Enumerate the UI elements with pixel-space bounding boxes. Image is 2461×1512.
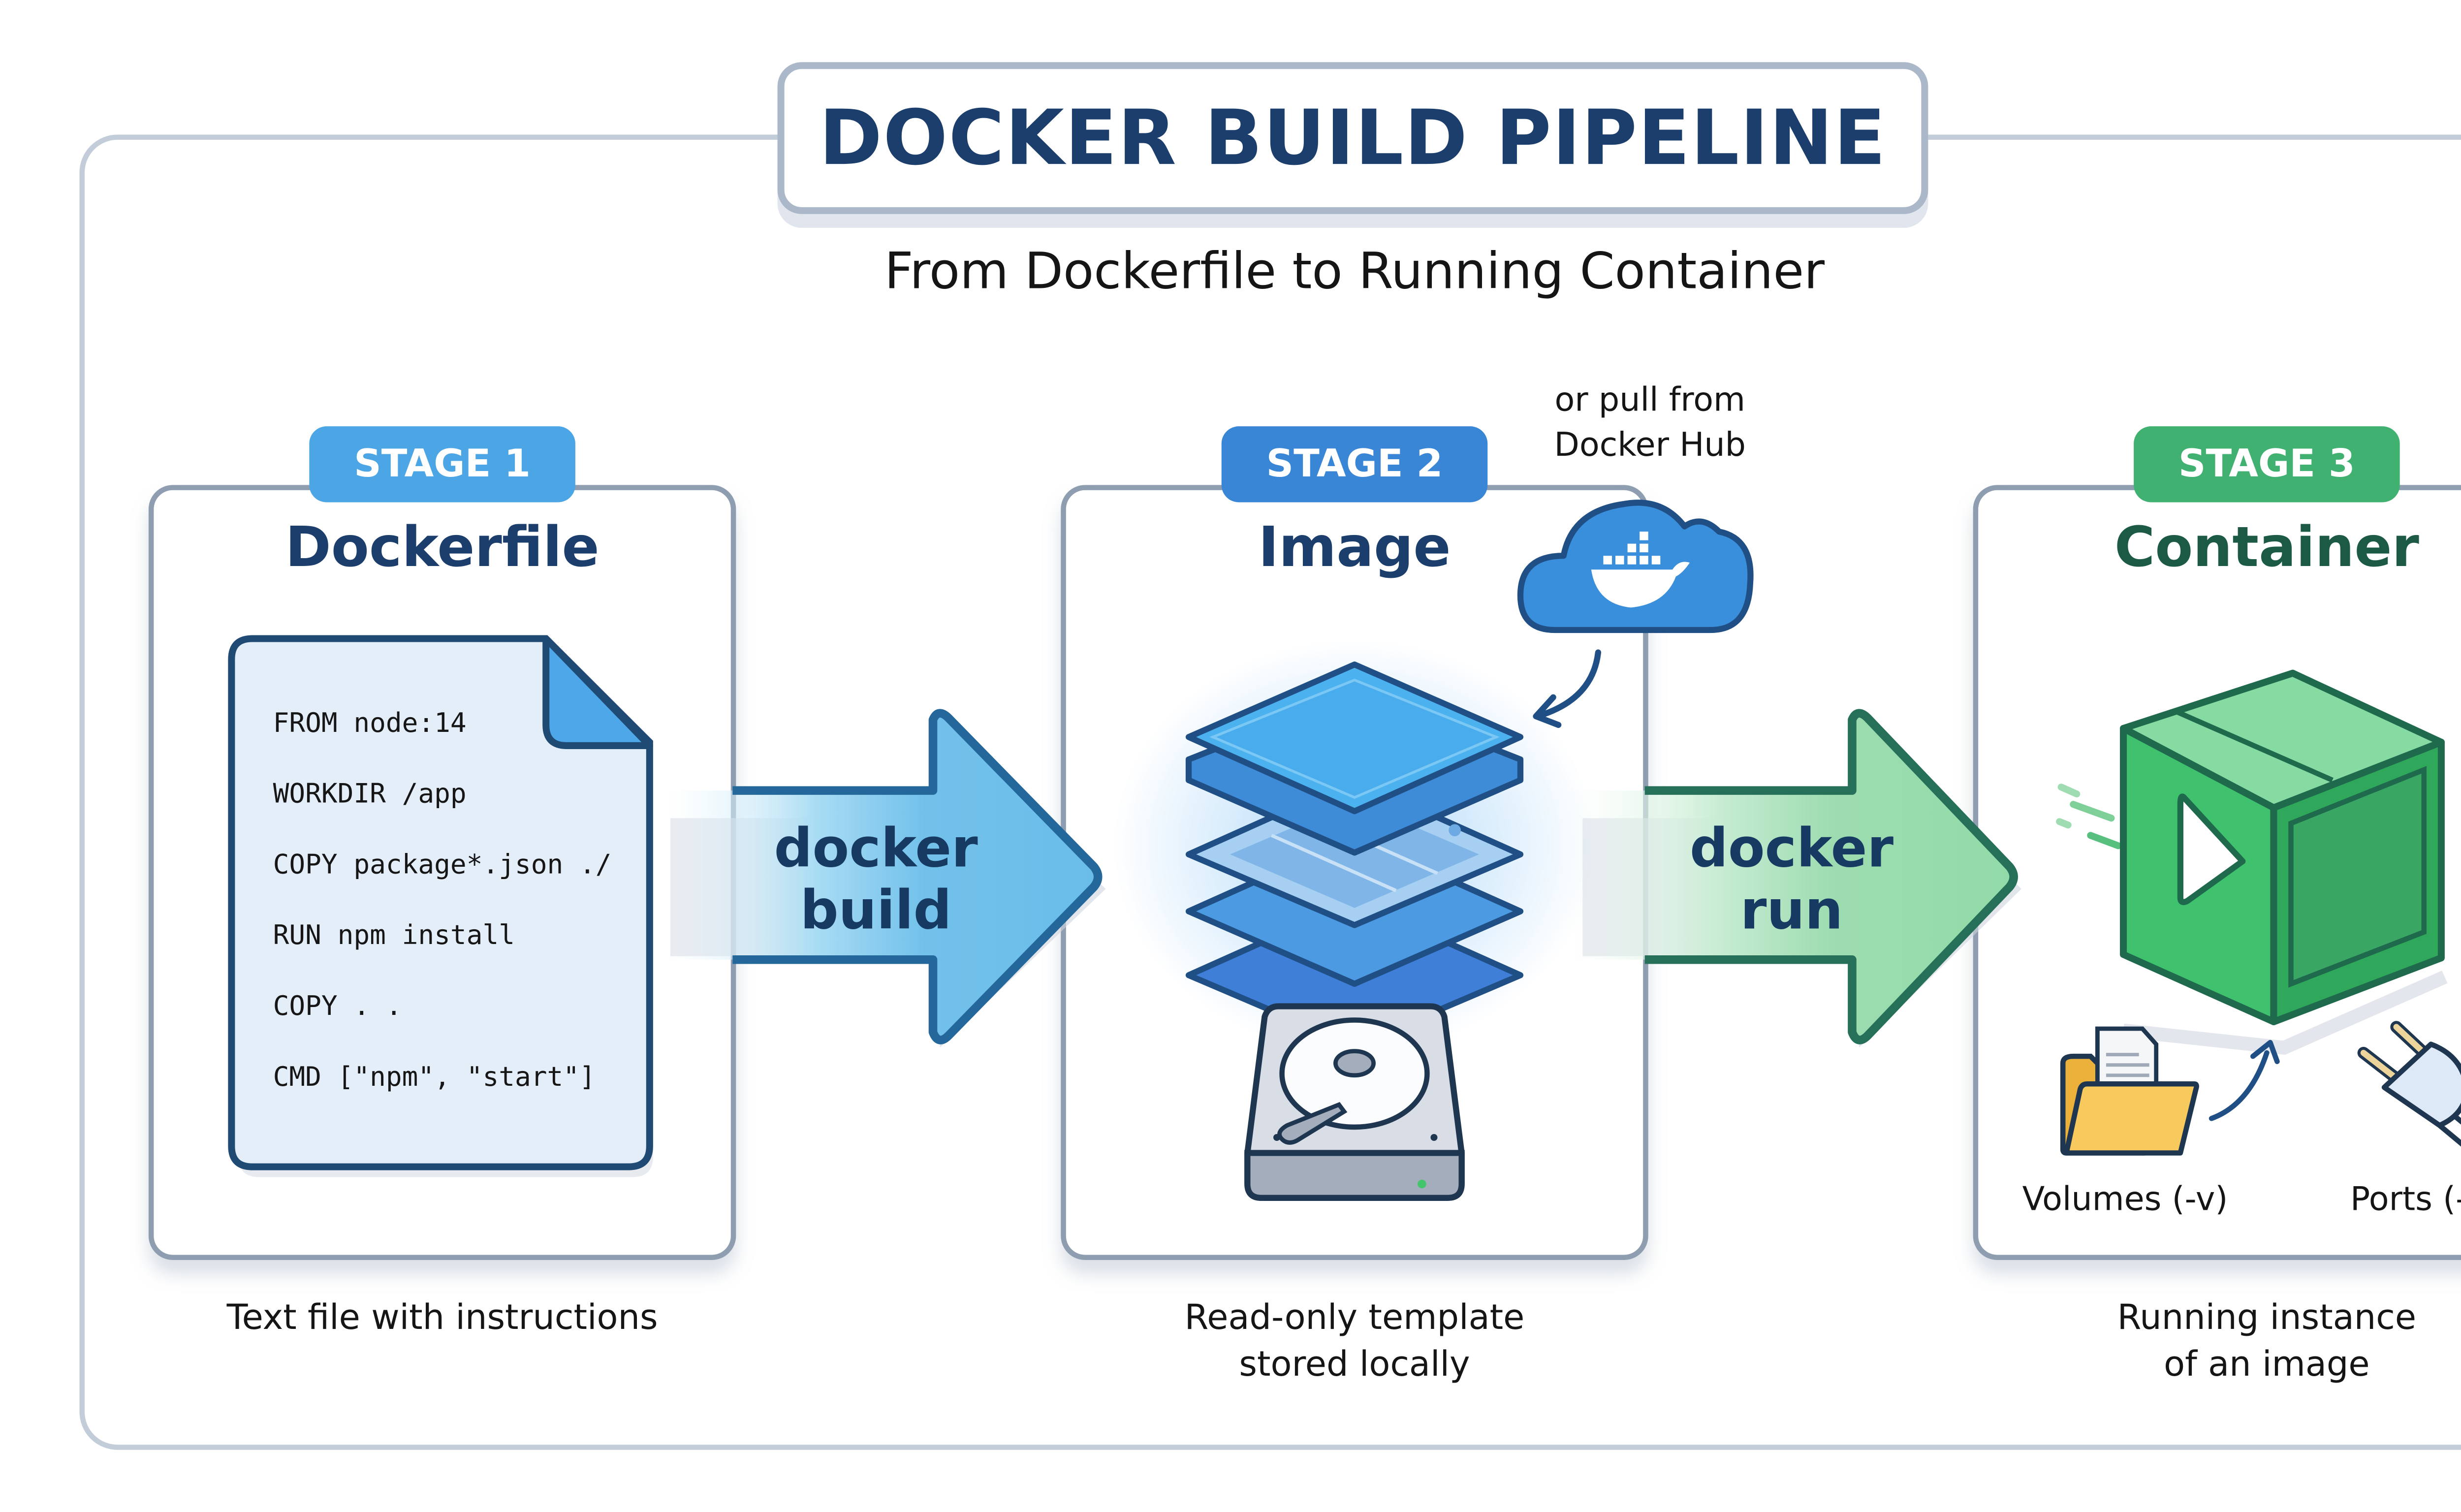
caption-line: Text file with instructions	[226, 1296, 658, 1338]
stage-3-badge: STAGE 3	[2134, 426, 2400, 503]
stage-2-badge: STAGE 2	[1221, 426, 1488, 503]
stage-1-caption: Text file with instructions	[97, 1294, 788, 1341]
docker-build-label-line: docker	[774, 818, 978, 881]
layers-icon	[1185, 661, 1524, 1049]
code-line: COPY package*.json ./	[273, 849, 612, 881]
ports-label: Ports (-p)	[2350, 1180, 2461, 1219]
docker-run-label-line: run	[1740, 880, 1843, 943]
docker-build-arrow	[663, 709, 1106, 1048]
stage-3-title: Container	[2114, 514, 2419, 580]
plug-icon	[2357, 1021, 2461, 1147]
stage-2-caption: Read-only template stored locally	[1009, 1294, 1700, 1387]
docker-build-label-line: build	[800, 880, 952, 943]
code-line: FROM node:14	[273, 707, 467, 739]
docker-hub-cloud-icon	[1517, 500, 1754, 633]
caption-line: Running instance	[2117, 1296, 2417, 1338]
docker-build-label: docker build	[703, 818, 1049, 942]
code-line: WORKDIR /app	[273, 778, 467, 810]
docker-run-label-line: docker	[1690, 818, 1894, 881]
speed-lines-icon	[2056, 784, 2122, 850]
container-box-play-icon	[2120, 669, 2448, 1055]
stage-2-title: Image	[1258, 514, 1451, 580]
pull-arrow-icon	[1533, 649, 1602, 728]
code-line: CMD ["npm", "start"]	[273, 1061, 596, 1093]
page-title: DOCKER BUILD PIPELINE	[819, 94, 1887, 182]
code-line: RUN npm install	[273, 920, 515, 951]
title-box: DOCKER BUILD PIPELINE	[777, 62, 1928, 214]
hard-drive-icon	[1244, 1003, 1465, 1201]
cloud-note-line: Docker Hub	[1554, 426, 1746, 465]
document-icon	[228, 635, 653, 1177]
caption-line: Read-only template	[1184, 1296, 1525, 1338]
docker-run-arrow	[1563, 709, 2021, 1048]
code-line: COPY . .	[273, 990, 402, 1022]
cloud-note-line: or pull from	[1554, 381, 1746, 420]
page-subtitle: From Dockerfile to Running Container	[884, 241, 1825, 301]
stage-3-caption: Running instance of an image	[1921, 1294, 2461, 1387]
cloud-note: or pull from Docker Hub	[1503, 378, 1797, 468]
volumes-label: Volumes (-v)	[2022, 1180, 2228, 1219]
caption-line: stored locally	[1239, 1343, 1470, 1385]
stage-1-badge: STAGE 1	[309, 426, 575, 503]
caption-line: of an image	[2164, 1343, 2370, 1385]
docker-run-label: docker run	[1619, 818, 1964, 942]
folder-icon	[2060, 1026, 2199, 1156]
stage-1-title: Dockerfile	[285, 514, 599, 580]
volume-link-arrow-icon	[2209, 1040, 2280, 1121]
